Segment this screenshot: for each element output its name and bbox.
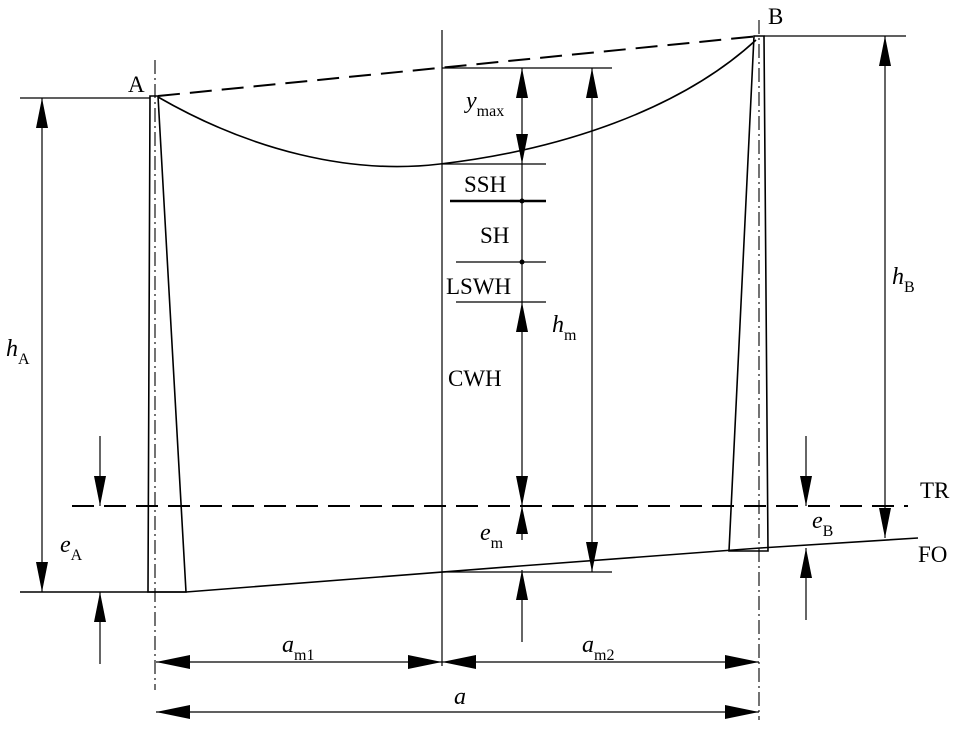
- dim-ea: [94, 436, 106, 664]
- dim-am2: [442, 655, 759, 669]
- label-hm: hm: [552, 312, 577, 344]
- label-sh: SH: [480, 223, 509, 248]
- label-em: em: [480, 520, 504, 552]
- dim-em: [516, 506, 528, 642]
- dim-hb: [764, 35, 906, 538]
- ground-line: [20, 537, 919, 593]
- label-point-b: B: [768, 4, 783, 29]
- pole-a: [147, 60, 187, 690]
- label-am2: am2: [582, 632, 614, 664]
- dim-ha: [20, 97, 150, 592]
- dim-am1: [156, 655, 442, 669]
- label-tr: TR: [920, 478, 950, 503]
- label-cwh: CWH: [448, 366, 502, 391]
- label-ssh: SSH: [464, 172, 506, 197]
- label-ha: hA: [6, 336, 30, 368]
- chord-line: [157, 35, 760, 97]
- label-point-a: A: [128, 72, 145, 97]
- label-eb: eB: [812, 508, 833, 540]
- dim-a: [156, 705, 759, 719]
- label-ea: eA: [60, 532, 83, 564]
- conductor-curve: [157, 39, 757, 168]
- label-ymax: ymax: [464, 88, 504, 120]
- dim-hm: [442, 68, 612, 573]
- label-fo: FO: [918, 542, 947, 567]
- dim-cwh: [516, 302, 528, 506]
- label-hb: hB: [892, 264, 915, 296]
- label-lswh: LSWH: [446, 274, 511, 299]
- dim-ymax: [442, 67, 612, 164]
- clearance-ticks: [442, 163, 546, 303]
- label-a: a: [454, 684, 466, 710]
- pole-b: [728, 20, 769, 720]
- dim-eb: [800, 436, 812, 620]
- label-am1: am1: [282, 632, 314, 664]
